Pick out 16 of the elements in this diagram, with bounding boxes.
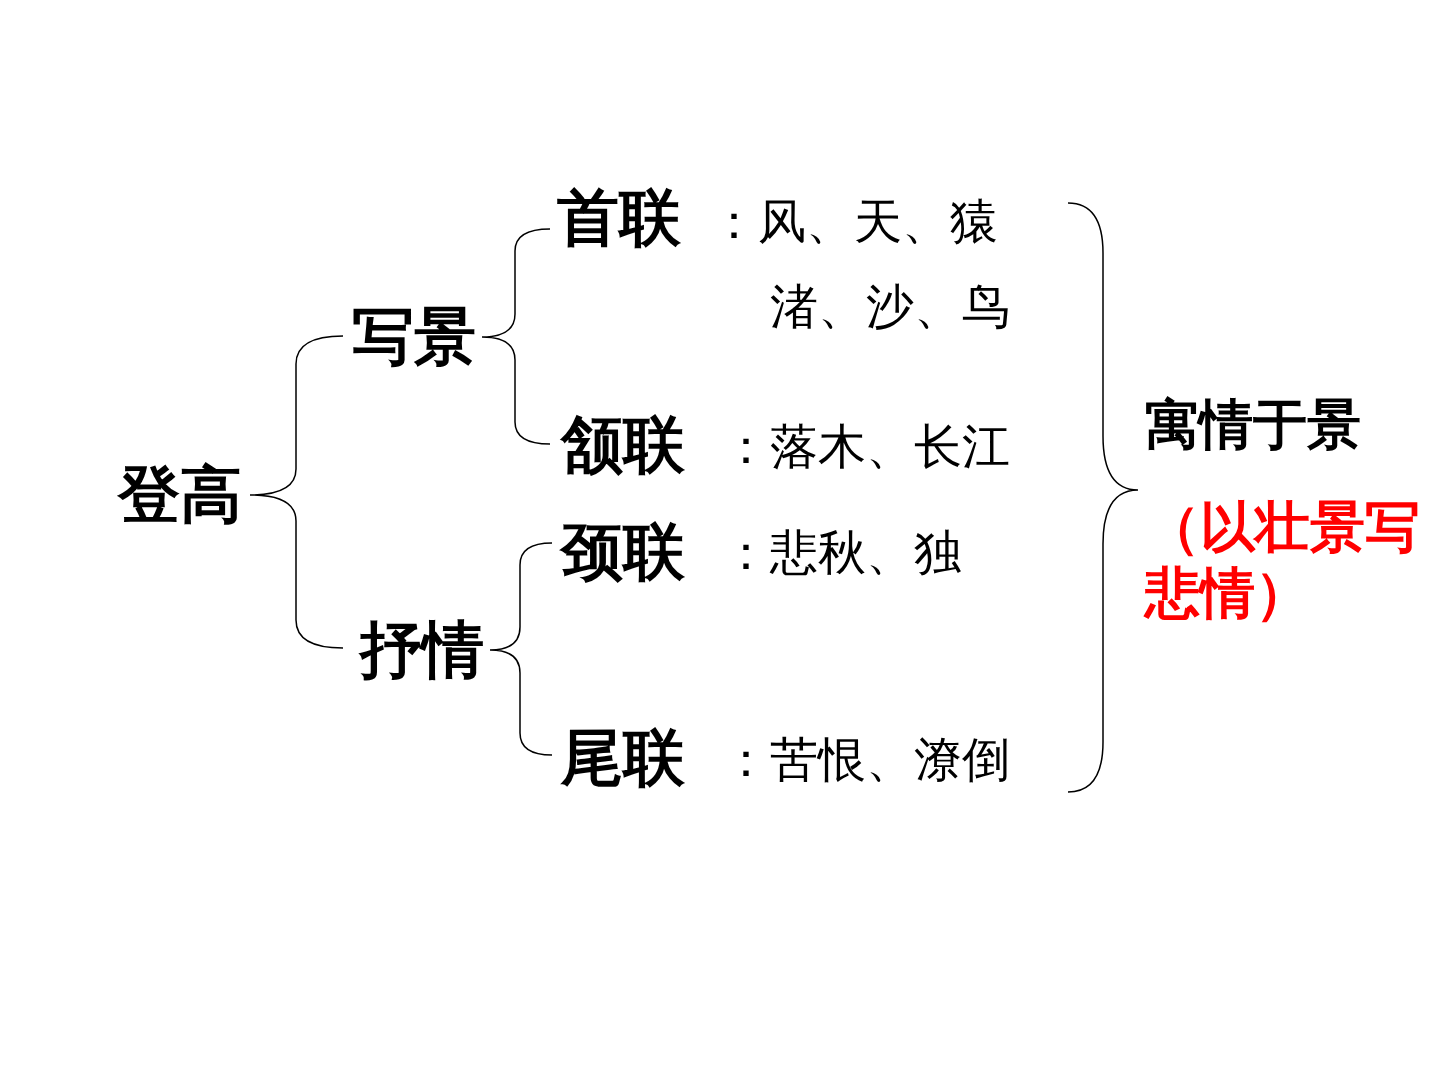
topic-label: 登高 xyxy=(118,464,242,526)
conclusion-text: 寓情于景 xyxy=(1145,398,1361,452)
couplet-label: 首联 xyxy=(557,187,681,249)
curly-brace xyxy=(489,542,553,756)
branch-label: 写景 xyxy=(352,306,476,368)
branch-label: 抒情 xyxy=(360,619,484,681)
couplet-label: 颈联 xyxy=(561,521,685,583)
keyword-text: ：风、天、猿 xyxy=(710,198,998,246)
couplet-label: 颔联 xyxy=(561,414,685,476)
keyword-text: ：苦恨、潦倒 xyxy=(722,736,1010,784)
keyword-text: ：落木、长江 xyxy=(722,423,1010,471)
note-text: （以壮景写悲情） xyxy=(1145,494,1421,626)
keyword-text: ：悲秋、独 xyxy=(722,529,962,577)
curly-brace xyxy=(481,228,551,445)
couplet-label: 尾联 xyxy=(561,727,685,789)
keyword-text: 渚、沙、鸟 xyxy=(770,283,1010,331)
